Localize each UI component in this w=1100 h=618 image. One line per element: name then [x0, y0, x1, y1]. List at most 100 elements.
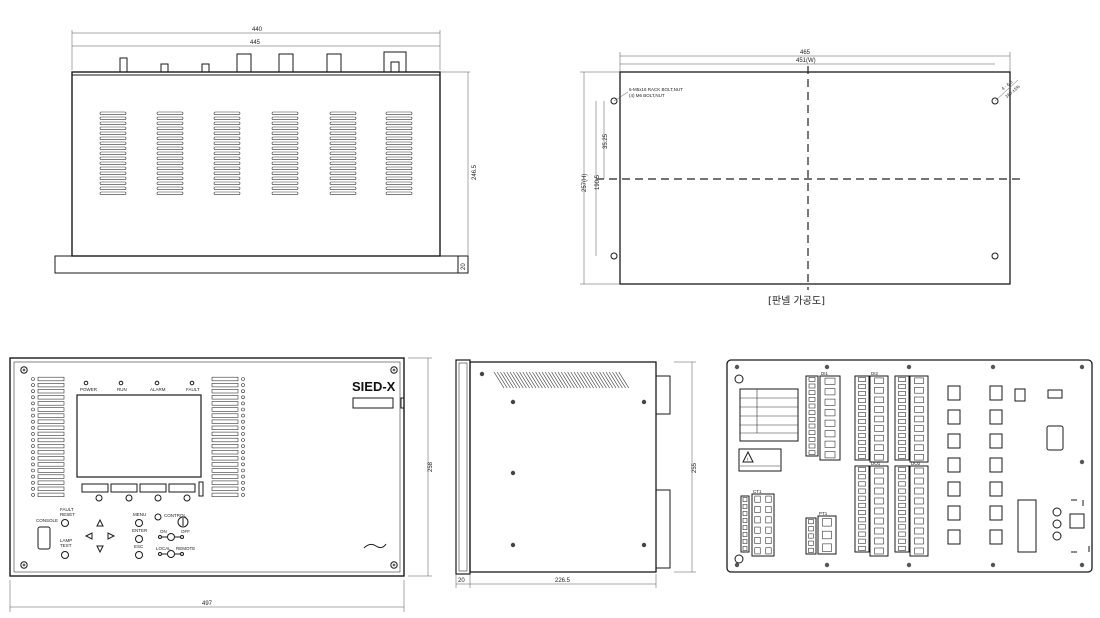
vent-slot: [612, 371, 623, 389]
connector: [989, 433, 1003, 449]
led-label-slot: [37, 443, 65, 449]
vent-slot: [564, 371, 575, 389]
terminal-screw: [822, 518, 832, 527]
arrow-down-button[interactable]: [96, 545, 104, 554]
vent-slot: [496, 371, 508, 389]
rating-label: [739, 388, 799, 442]
led-label-slot: [37, 419, 65, 424]
power-terminal[interactable]: [1017, 499, 1037, 553]
vent-slot: [385, 121, 413, 125]
vent-slot: [512, 371, 524, 389]
label-enter: ENTER: [132, 528, 148, 533]
led-dot: [241, 480, 245, 485]
vent-slot: [544, 371, 556, 389]
serial-port[interactable]: [1046, 425, 1064, 451]
terminal-screw: [914, 537, 924, 545]
terminal-screw: [898, 384, 906, 389]
terminal-screw: [898, 502, 906, 508]
led-dot: [31, 468, 35, 473]
connector: [989, 409, 1003, 425]
side-dim-depth: 226.5: [555, 578, 571, 584]
vent-slot: [493, 371, 505, 389]
console-port[interactable]: [37, 526, 51, 550]
vent-slot: [156, 176, 184, 180]
vent-slot: [271, 166, 299, 170]
terminal-screw: [808, 533, 814, 539]
top-dim-overall: 440: [252, 27, 263, 33]
led-dot: [241, 493, 245, 497]
enter-button[interactable]: [135, 535, 143, 543]
vent-slot: [385, 131, 413, 135]
led-dot: [31, 395, 35, 400]
vent-slot: [156, 156, 184, 160]
terminal-screw: [765, 537, 772, 544]
led-label-slot: [211, 443, 239, 449]
vent-slot: [618, 371, 630, 389]
vent-slot: [99, 116, 127, 120]
vent-slot: [99, 171, 127, 175]
led-label-slot: [37, 468, 65, 473]
connector: [947, 409, 961, 425]
terminal-screw: [808, 397, 816, 402]
terminal-block: [819, 375, 841, 461]
arrow-left-button[interactable]: [84, 532, 93, 540]
lamp-test-button[interactable]: [61, 551, 69, 559]
led-label-alarm: ALARM: [150, 387, 166, 392]
label-fault-reset-2: RESET: [60, 512, 75, 517]
terminal-screw: [874, 497, 884, 505]
vent-slot: [509, 371, 521, 389]
terminal-screw: [858, 474, 866, 480]
vent-slot: [535, 371, 546, 389]
vent-slot: [156, 186, 184, 190]
top-dim-inner: 445: [250, 40, 261, 46]
vent-slot: [329, 161, 357, 165]
vent-slot: [156, 111, 184, 115]
led-label-slot: [37, 401, 65, 406]
vent-slot: [519, 371, 530, 389]
terminal-screw: [808, 519, 814, 525]
ethernet-port[interactable]: [1069, 513, 1085, 529]
led-dot: [241, 389, 245, 394]
terminal-screw: [858, 517, 866, 523]
fault-reset-button[interactable]: [61, 519, 69, 527]
connector: [989, 505, 1003, 521]
vent-slot: [156, 166, 184, 170]
vent-slot: [213, 116, 241, 120]
terminal-screw: [808, 450, 816, 455]
led-label-slot: [37, 462, 65, 467]
vent-slot: [213, 131, 241, 135]
arrow-up-button[interactable]: [96, 518, 104, 527]
terminal-screw: [898, 377, 906, 382]
arrow-right-button[interactable]: [107, 532, 116, 540]
control-on-off-button[interactable]: [167, 533, 175, 541]
vent-slot: [615, 371, 626, 389]
vent-slot: [528, 371, 540, 389]
local-remote-button[interactable]: [167, 550, 175, 558]
vent-slot: [385, 186, 413, 190]
led-label-slot: [211, 456, 239, 461]
led-label-slot: [37, 395, 65, 400]
vent-slot: [99, 126, 127, 130]
terminal-block: [854, 375, 870, 461]
menu-button[interactable]: [135, 519, 143, 527]
connector: [947, 481, 961, 497]
terminal-screw: [858, 502, 866, 508]
terminal-label: DO2: [911, 461, 921, 466]
terminal-screw: [858, 510, 866, 516]
vent-slot: [570, 371, 582, 389]
vent-slot: [329, 121, 357, 125]
terminal-screw: [858, 454, 866, 459]
nameplate: [352, 397, 394, 409]
terminal-screw: [858, 481, 866, 487]
terminal-screw: [765, 516, 772, 524]
vent-slot: [385, 161, 413, 165]
terminal-screw: [874, 537, 884, 545]
led-dot: [31, 383, 35, 387]
esc-button[interactable]: [135, 551, 143, 559]
terminal-screw: [858, 538, 866, 544]
terminal-screw: [898, 538, 906, 544]
led-dot: [241, 462, 245, 467]
status-leds: POWER RUN ALARM FAULT: [80, 380, 200, 392]
